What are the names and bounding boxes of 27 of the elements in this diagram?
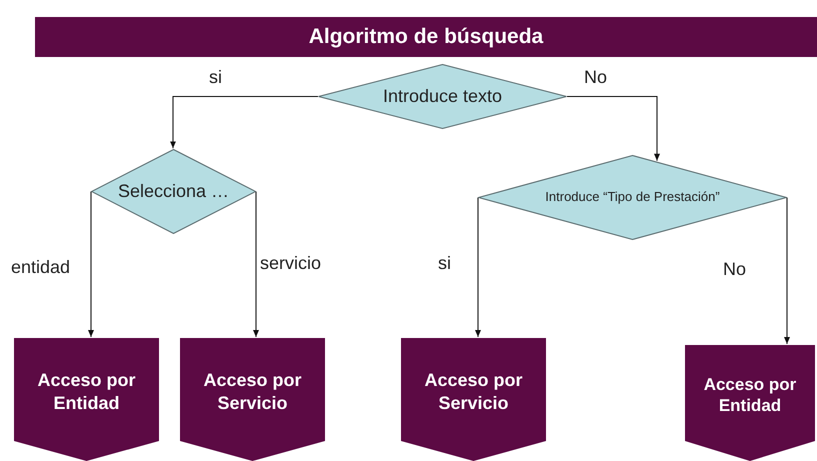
node-text: Acceso por Entidad [36,369,137,414]
title-bar: Algoritmo de búsqueda [35,17,817,57]
node-text: Selecciona … [118,180,230,203]
process-pentagon [401,338,546,461]
node-text: Acceso por Entidad [702,374,798,416]
decision-diamond [478,155,787,240]
decision-diamond [91,149,256,234]
arrow [475,197,481,338]
node-text: Acceso por Servicio [423,369,524,414]
arrow [170,96,318,149]
edge-label: servicio [259,254,322,272]
arrow [566,96,660,162]
node-text: Introduce texto [382,85,502,108]
edge-label: si [437,254,452,272]
process-pentagon [14,338,159,461]
node-text: Acceso por Servicio [202,369,303,414]
process-pentagon [180,338,325,461]
edge-label: No [722,260,748,278]
decision-diamond [318,64,567,129]
arrow [253,191,259,338]
node-text: Introduce “Tipo de Prestación” [545,189,720,206]
edge-label: entidad [10,258,72,276]
process-pentagon [685,345,815,461]
arrow [784,197,790,344]
arrow [88,191,94,338]
edge-label: si [208,68,223,86]
edge-label: No [583,68,608,86]
